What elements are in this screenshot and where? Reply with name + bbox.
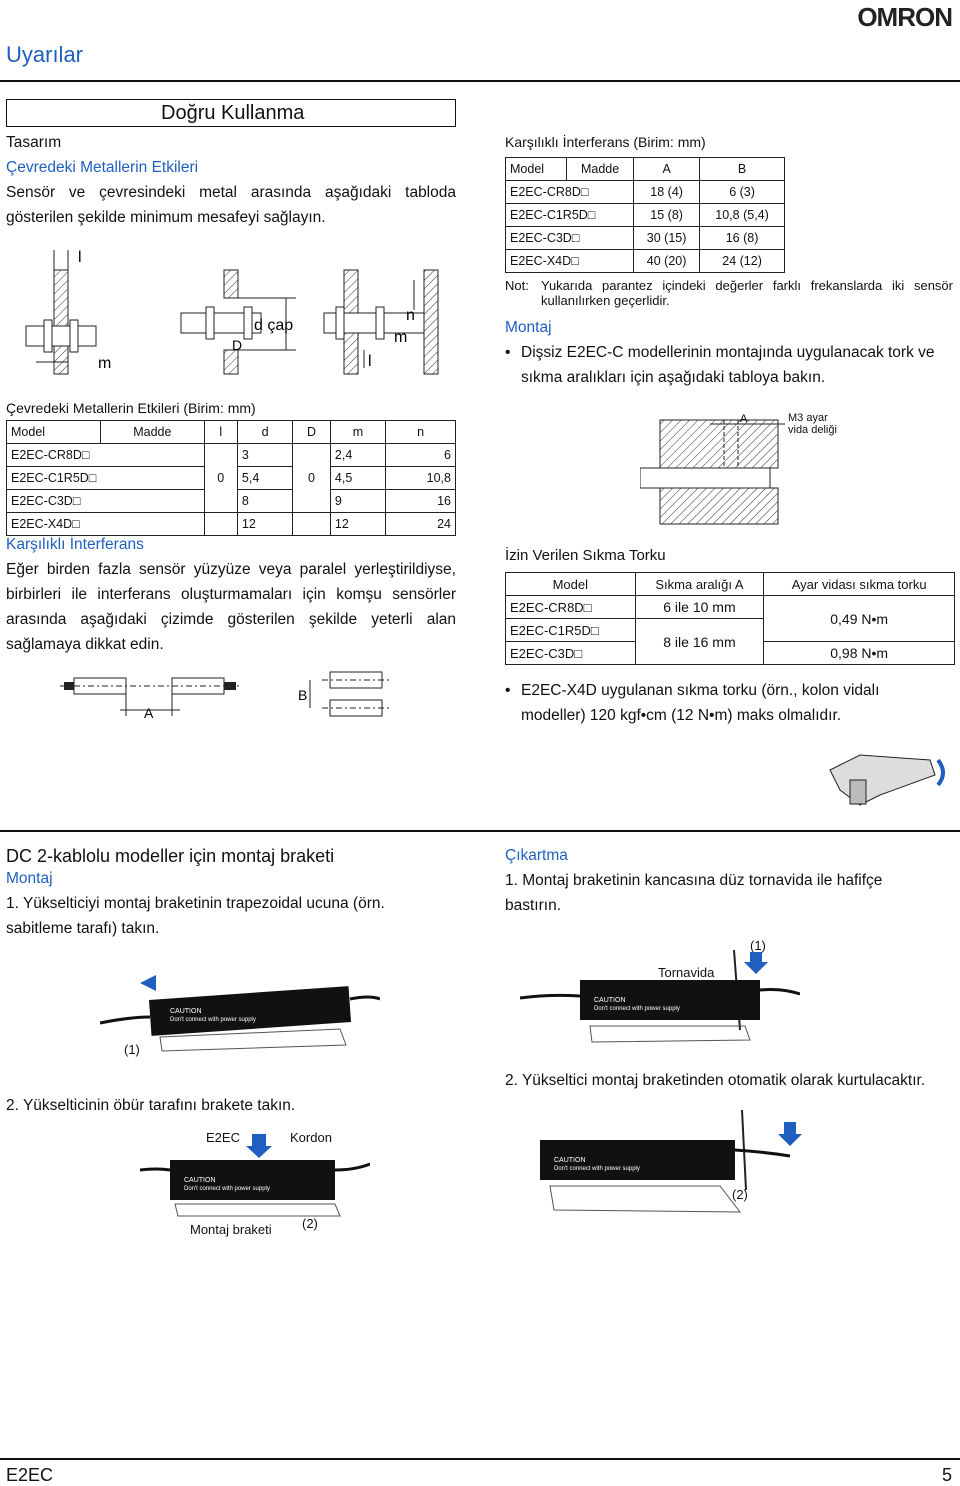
amplifier-diagram-1: CAUTION Don't connect with power supply [100,975,380,1052]
header-divider [0,80,960,82]
diagram-label-D: D [232,337,242,353]
mounting-label-a: A [740,413,748,425]
footer-model: E2EC [6,1465,54,1485]
section-divider [0,830,960,832]
mounting-title: Montaj [505,319,552,336]
torque-table: Model Sıkma aralığı A Ayar vidası sıkma … [505,572,955,665]
table-row: E2EC-C1R5D□ 5,4 4,5 10,8 [6,466,456,490]
diagram-label-m2: m [394,329,407,346]
diagram-label-l: l [78,249,82,266]
m3-screw-label: M3 ayar vida deliği [788,412,837,436]
interference-diagram: A B [60,671,390,720]
label-2-removal: (2) [732,1187,748,1202]
diagram-label-d: d çap [254,317,293,334]
footer-divider [0,1458,960,1460]
torque-note: E2EC-X4D uygulanan sıkma torku (örn., ko… [521,682,880,724]
bracket-step1: 1. Yükselticiyi montaj braketinin trapez… [6,895,385,937]
metal-effects-text: Sensör ve çevresindeki metal arasında aş… [6,184,456,226]
bullet-dot: • [505,682,511,699]
table-row: E2EC-C3D□30 (15)16 (8) [504,226,785,250]
header-D: D [292,420,331,444]
header-d: d [236,420,294,444]
metal-table-caption: Çevredeki Metallerin Etkileri (Birim: mm… [6,400,256,416]
interference-note: Yukarıda parantez içindeki değerler fark… [541,278,953,308]
removal-step1: 1. Montaj braketinin kancasına düz torna… [505,872,883,914]
table-row: E2EC-C1R5D□15 (8)10,8 (5,4) [504,203,785,227]
diagram-label-l2: l [368,353,372,370]
label-2: (2) [302,1216,318,1231]
table-row: E2EC-C1R5D□ 8 ile 16 mm [505,618,955,665]
amplifier-diagram-3: CAUTION Don't connect with power supply [520,950,800,1043]
D-value: 0 [292,443,331,513]
mounting-bullet: Dişsiz E2EC-C modellerinin montajında uy… [521,344,935,386]
svg-text:Don't connect with power suppl: Don't connect with power supply [170,1017,256,1023]
header-l: l [203,420,238,444]
bracket-title: DC 2-kablolu modeller için montaj braket… [6,846,335,866]
section-header-correct-use: Doğru Kullanma [6,99,456,127]
svg-text:CAUTION: CAUTION [594,997,626,1004]
l-value: 0 [203,443,238,513]
interference-table: Model Madde A B E2EC-CR8D□18 (4)6 (3) E2… [504,157,785,273]
amplifier-diagram-2: CAUTION Don't connect with power supply [140,1134,370,1217]
label-1: (1) [124,1042,140,1057]
table-row: E2EC-C3D□ 0,98 N•m [505,641,955,665]
table-row: E2EC-X4D□ 12 12 24 [6,512,456,536]
note-label: Not: [505,278,529,293]
bracket-mount-title: Montaj [6,870,53,887]
svg-text:CAUTION: CAUTION [184,1177,216,1184]
svg-text:Don't connect with power suppl: Don't connect with power supply [594,1006,680,1012]
design-label: Tasarım [6,134,62,151]
wrench-diagram [829,754,945,806]
header-m: m [329,420,387,444]
header-madde: Madde [100,420,205,444]
table-row: E2EC-CR8D□ 0 3 0 2,4 6 [6,443,456,513]
removal-title: Çıkartma [505,847,568,864]
table-row: E2EC-CR8D□ 6 ile 10 mm 0,49 N•m [505,595,955,642]
table-row: E2EC-C3D□ 8 9 16 [6,489,456,513]
label-e2ec: E2EC [206,1130,240,1145]
page-title: Uyarılar [6,42,84,67]
metal-clearance-diagram: l m d çap D n m l [25,249,439,375]
interference-text: Eğer birden fazla sensör yüzyüze veya pa… [6,561,456,653]
interference-table-caption: Karşılıklı İnterferans (Birim: mm) [505,134,706,150]
footer-page: 5 [941,1465,952,1485]
amplifier-diagram-4: CAUTION Don't connect with power supply [540,1110,802,1213]
bracket-step2: 2. Yükselticinin öbür tarafını brakete t… [6,1097,296,1114]
interference-label-b: B [298,687,307,703]
removal-step2: 2. Yükseltici montaj braketinden otomati… [505,1072,926,1089]
header-model: Model [5,420,102,444]
diagram-label-n: n [406,307,415,324]
interference-title: Karşılıklı İnterferans [6,536,144,553]
omron-logo: OMRON [857,2,953,32]
table-row: E2EC-X4D□40 (20)24 (12) [504,249,785,273]
table-row: E2EC-CR8D□18 (4)6 (3) [504,180,785,204]
metal-table: Model Madde l d D m n E2EC-CR8D□ 0 3 0 2… [5,420,456,536]
torque-table-caption: İzin Verilen Sıkma Torku [505,547,666,564]
label-kordon: Kordon [290,1130,332,1145]
header-n: n [385,420,456,444]
mounting-diagram: A [640,413,785,525]
svg-text:Don't connect with power suppl: Don't connect with power supply [554,1166,640,1172]
svg-text:Don't connect with power suppl: Don't connect with power supply [184,1186,270,1192]
interference-label-a: A [144,705,154,720]
diagram-label-m1: m [98,355,111,372]
svg-text:CAUTION: CAUTION [554,1157,586,1164]
svg-text:CAUTION: CAUTION [170,1008,202,1015]
label-bracket: Montaj braketi [190,1222,272,1237]
metal-effects-title: Çevredeki Metallerin Etkileri [6,159,199,176]
bullet-dot: • [505,344,511,361]
label-screwdriver: Tornavida [658,965,715,980]
label-1-removal: (1) [750,938,766,953]
